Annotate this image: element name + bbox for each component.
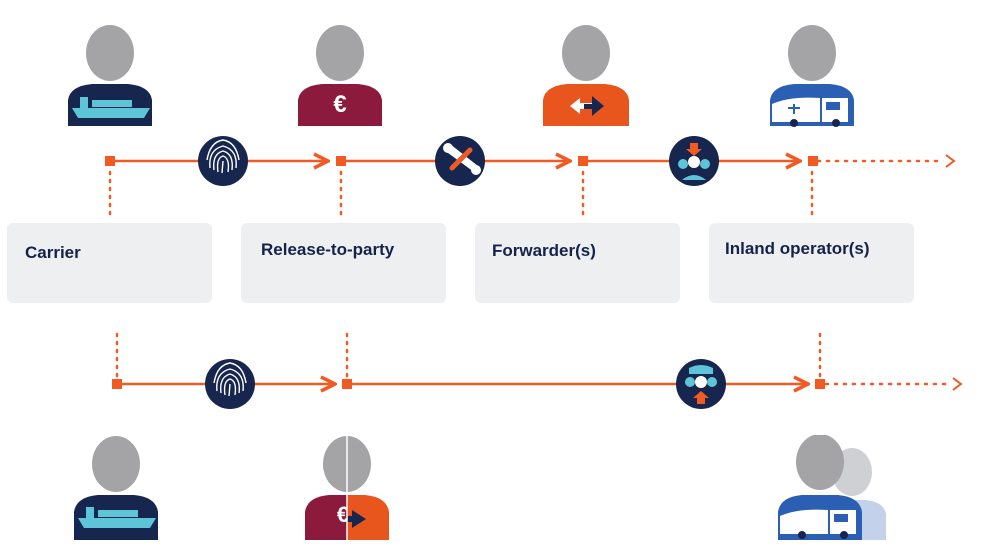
inland-operator-label: Inland operator(s) xyxy=(725,239,870,258)
inland-operators-person-icon xyxy=(778,435,886,540)
release-to-party-box: Release-to-party xyxy=(241,223,446,303)
wrench-icon xyxy=(435,136,485,186)
top-flow-nodes xyxy=(105,156,818,166)
fingerprint-icon xyxy=(205,359,255,409)
crowd-arrow-down-icon xyxy=(669,136,719,186)
euro-icon: € xyxy=(337,502,349,527)
fingerprint-icon xyxy=(198,136,248,186)
inland-operator-box: Inland operator(s) xyxy=(709,223,914,303)
double-arrow-icon xyxy=(570,96,604,116)
inland-operator-person-icon xyxy=(770,25,854,127)
carrier-label: Carrier xyxy=(25,243,81,262)
forwarder-label: Forwarder(s) xyxy=(492,241,596,260)
release-party-person-icon: € xyxy=(298,25,382,126)
release-to-party-label: Release-to-party xyxy=(261,240,395,259)
carrier-person-icon-bottom xyxy=(74,436,158,540)
carrier-box: Carrier xyxy=(7,223,212,303)
forwarder-box: Forwarder(s) xyxy=(475,223,680,303)
bottom-dotted-connectors xyxy=(115,332,822,378)
carrier-person-icon xyxy=(68,25,152,126)
truck-icon xyxy=(780,509,856,539)
top-dotted-connectors xyxy=(108,170,814,220)
forwarder-person-icon xyxy=(543,25,629,126)
ship-icon xyxy=(72,97,150,118)
truck-icon xyxy=(772,97,848,127)
crowd-arrow-up-icon xyxy=(676,359,726,409)
euro-icon: € xyxy=(333,91,346,118)
release-forwarder-person-icon: € xyxy=(305,436,389,540)
ship-icon xyxy=(78,507,156,528)
bottom-flow-nodes xyxy=(112,379,825,389)
